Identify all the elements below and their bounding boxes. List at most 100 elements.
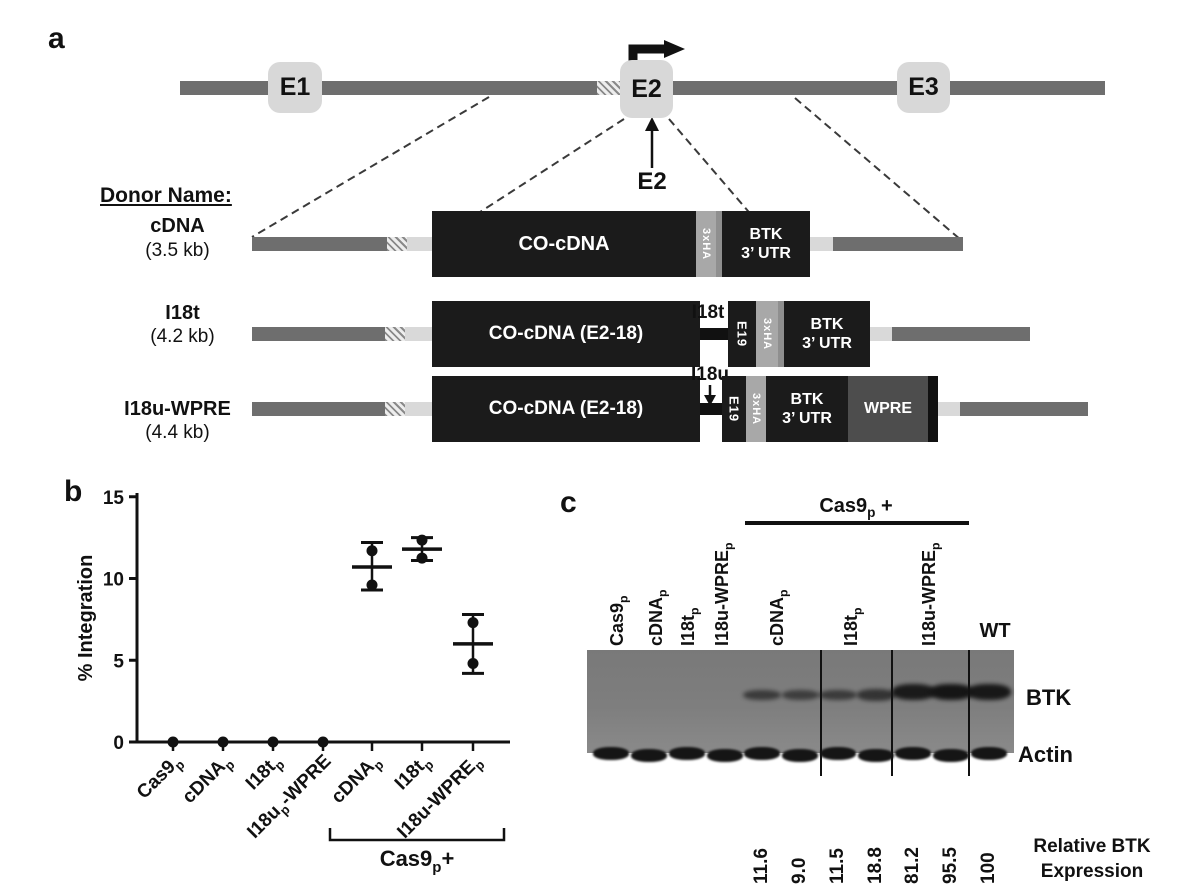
btk-band: [743, 689, 781, 701]
btk-band: [781, 689, 819, 701]
donor-cdna-size: (3.5 kb): [145, 240, 210, 261]
zoom-dashed-lines: [251, 96, 962, 247]
wpre-end-cap: [928, 376, 938, 442]
homology-arm: [892, 327, 1030, 341]
actin-band: [782, 749, 818, 762]
y-axis-title: % Integration: [75, 555, 97, 682]
co-cdna-e2-18-box: CO-cDNA (E2-18): [432, 301, 700, 367]
homology-arm: [833, 237, 963, 251]
e19-box: E19: [728, 301, 756, 367]
expression-value: 18.8: [865, 847, 886, 884]
expression-value: 11.6: [751, 848, 772, 884]
donor-hatch-region: [385, 402, 405, 416]
actin-band: [631, 749, 667, 762]
i18u-intron-label: I18u: [690, 364, 730, 385]
intron-connector: [700, 328, 728, 340]
bracket-label: Cas9p+: [380, 846, 455, 876]
y-tick-label: 10: [103, 570, 124, 591]
homology-arm: [960, 402, 1088, 416]
exon-e3-box: E3: [897, 62, 950, 113]
exon-e2-label: E2: [631, 74, 662, 103]
donor-i18t-size: (4.2 kb): [150, 326, 215, 347]
y-tick-label: 0: [113, 733, 124, 754]
expression-value: 81.2: [902, 847, 923, 884]
lane-label: I18u-WPREp: [919, 542, 943, 647]
homology-arm: [252, 327, 385, 341]
cas9-plus-header: Cas9p +: [819, 495, 893, 520]
transcription-start-arrow-icon: [628, 40, 685, 64]
data-point: [317, 736, 329, 748]
data-point: [416, 552, 428, 564]
data-point: [217, 736, 229, 748]
lane-label: I18u-WPREp: [712, 542, 736, 647]
i18u-down-arrow-icon: [704, 385, 716, 406]
btk-band: [929, 684, 973, 700]
lane-label: I18tp: [678, 607, 702, 646]
data-point: [467, 658, 479, 670]
lane-label: Cas9p: [607, 595, 631, 646]
actin-band: [593, 747, 629, 760]
x-category-label: I18tp: [391, 751, 437, 797]
actin-band: [895, 747, 931, 760]
btk-blot-image: [587, 650, 1014, 753]
data-point: [366, 579, 378, 591]
cas9-plus-underline: [745, 521, 969, 525]
actin-band: [858, 749, 894, 762]
ha-tag-box: 3xHA: [696, 211, 716, 277]
lane-divider-line: [891, 650, 893, 776]
ha-tag-label: 3xHA: [761, 317, 773, 351]
intron-connector: [700, 403, 722, 415]
btk-row-label: BTK: [1026, 685, 1072, 710]
data-point: [167, 736, 179, 748]
ha-tag-box: 3xHA: [756, 301, 778, 367]
co-cdna-e2-18-label: CO-cDNA (E2-18): [488, 398, 644, 419]
e2-callout-arrow-icon: [645, 117, 659, 168]
i18t-intron-label: I18t: [691, 302, 725, 323]
actin-band: [971, 747, 1007, 760]
e2-callout-label: E2: [637, 168, 667, 195]
exon-e1-box: E1: [268, 62, 322, 113]
btk-band: [967, 684, 1011, 700]
x-category-label: Cas9p: [133, 751, 188, 806]
donor-hatch-region: [385, 327, 405, 341]
lane-label: I18tp: [841, 607, 865, 646]
box-divider-sliver: [778, 301, 784, 367]
box-divider-sliver: [716, 211, 722, 277]
co-cdna-e2-18-box: CO-cDNA (E2-18): [432, 376, 700, 442]
wt-lane-label: WT: [979, 620, 1011, 642]
btk-band: [819, 689, 857, 701]
panel-b-label: b: [64, 475, 83, 508]
exon-e1-label: E1: [279, 73, 311, 101]
actin-row-label: Actin: [1018, 742, 1073, 767]
expression-value: 95.5: [940, 847, 961, 884]
e19-box: E19: [722, 376, 746, 442]
actin-band: [933, 749, 969, 762]
donor-i18u-wpre-size: (4.4 kb): [145, 422, 210, 443]
wpre-box: WPRE: [848, 376, 928, 442]
co-cdna-box-label: CO-cDNA: [518, 232, 610, 255]
exon-e2-box: E2: [620, 60, 673, 118]
lane-label: cDNAp: [646, 589, 670, 647]
panel-a-label: a: [48, 22, 65, 55]
data-point: [267, 736, 279, 748]
cas9-group-bracket: [328, 828, 506, 842]
relative-btk-caption-line2: Expression: [1040, 861, 1144, 882]
expression-value: 100: [978, 852, 999, 884]
x-category-label: cDNAp: [327, 751, 386, 810]
homology-arm-light: [405, 327, 434, 341]
panel-c-label: c: [560, 486, 577, 519]
data-point: [366, 545, 378, 557]
exon-e3-label: E3: [908, 73, 939, 101]
expression-value: 9.0: [789, 857, 810, 884]
homology-arm-light: [810, 237, 833, 251]
co-cdna-box: CO-cDNA: [432, 211, 696, 277]
ha-tag-label: 3xHA: [700, 227, 712, 261]
btk-band: [891, 684, 935, 700]
